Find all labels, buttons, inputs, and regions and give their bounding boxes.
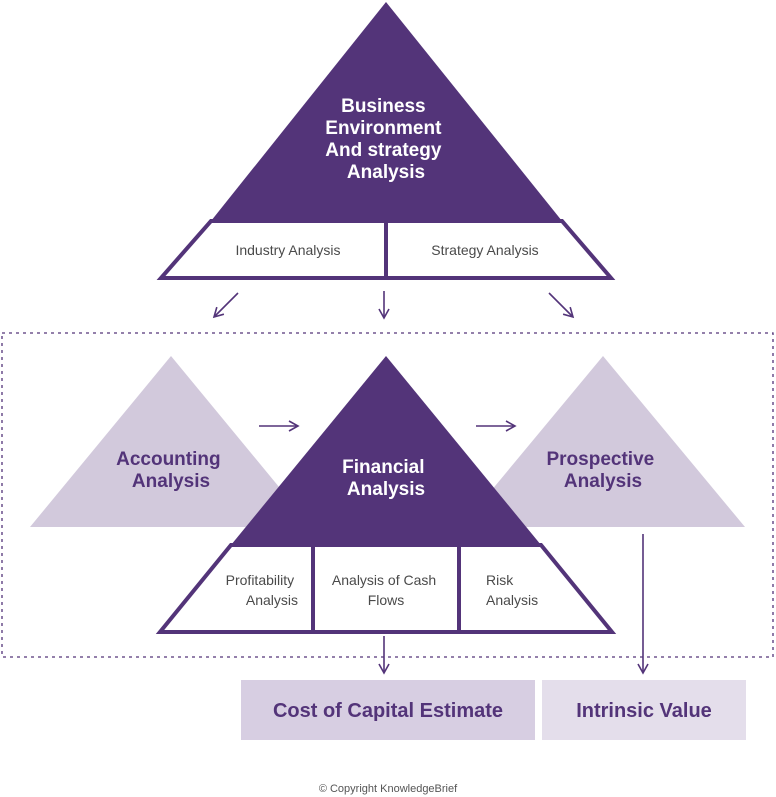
business-title-line: And strategy — [325, 140, 442, 161]
business-environment-triangle: Business Environment And strategy Analys… — [156, 2, 616, 280]
cost-of-capital-label: Cost of Capital Estimate — [273, 700, 503, 722]
risk-analysis-label: Risk Analysis — [486, 572, 538, 608]
business-title-line: Business — [341, 96, 425, 117]
cost-of-capital-box: Cost of Capital Estimate — [241, 680, 535, 740]
svg-text:Business Environment: Business Environment And strategy Analys… — [325, 96, 446, 183]
financial-title-line: Analysis — [347, 479, 425, 500]
accounting-title-line: Accounting — [116, 449, 221, 470]
profitability-analysis-label: Profitability Analysis — [226, 572, 298, 608]
prospective-analysis-triangle: Prospective Analysis — [461, 356, 745, 527]
prospective-title-line: Analysis — [564, 471, 642, 492]
prospective-title-line: Prospective — [546, 449, 654, 470]
svg-text:Prospective Analysis: Prospective Analysis — [546, 449, 659, 492]
business-title-line: Analysis — [347, 162, 425, 183]
svg-text:Accounting Analysis: Accounting Analysis — [116, 449, 226, 492]
financial-title-line: Financial — [342, 457, 424, 478]
copyright-notice: © Copyright KnowledgeBrief — [318, 783, 458, 795]
intrinsic-value-label: Intrinsic Value — [576, 700, 712, 722]
analysis-group-frame — [1, 332, 774, 658]
strategy-analysis-label: Strategy Analysis — [431, 242, 538, 258]
arrow-to-prospective — [548, 292, 575, 319]
intrinsic-value-box: Intrinsic Value — [542, 680, 746, 740]
accounting-title-line: Analysis — [132, 471, 210, 492]
financial-analysis-triangle: Financial Analysis Profitability Analysi… — [155, 356, 617, 634]
cash-flows-analysis-label: Analysis of Cash Flows — [332, 572, 440, 608]
svg-text:Financial Analysis: Financial Analysis — [342, 457, 430, 500]
arrow-to-accounting — [212, 292, 239, 319]
industry-analysis-label: Industry Analysis — [235, 242, 340, 258]
business-title-line: Environment — [325, 118, 442, 139]
accounting-analysis-triangle: Accounting Analysis — [30, 356, 312, 527]
